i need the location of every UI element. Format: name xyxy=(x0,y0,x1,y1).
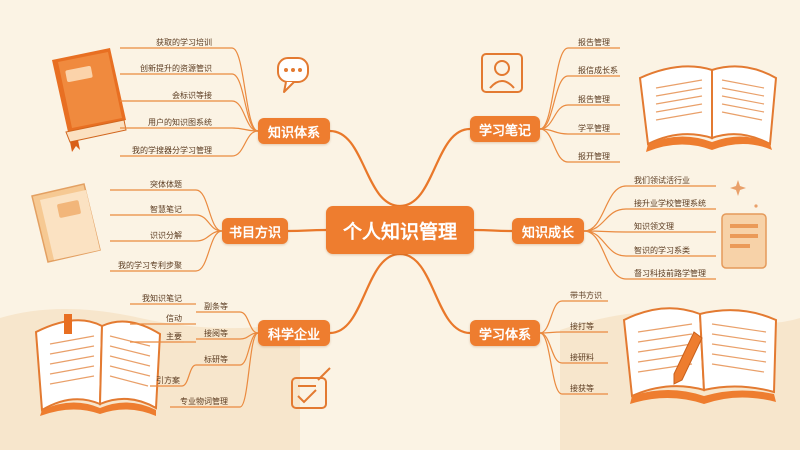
leaf-item[interactable]: 突体体题 xyxy=(150,180,182,189)
connector-line xyxy=(539,47,569,130)
leaf-item[interactable]: 识识分解 xyxy=(150,231,182,240)
central-topic[interactable]: 个人知识管理 xyxy=(326,206,474,254)
connector-lines xyxy=(110,47,716,408)
leaf-item[interactable]: 接阅等 xyxy=(204,329,228,338)
leaf-item[interactable]: 智慧笔记 xyxy=(150,205,182,214)
leaf-item[interactable]: 我的学搜器分学习管理 xyxy=(132,146,212,155)
connector-line xyxy=(329,129,401,208)
connector-line xyxy=(539,300,563,334)
connector-line xyxy=(539,332,563,395)
pencil-icon xyxy=(673,331,703,385)
branch-book-method[interactable]: 书目方识 xyxy=(222,218,288,244)
leaf-item[interactable]: 接升业学校管理系统 xyxy=(634,199,706,208)
connector-line xyxy=(583,208,627,232)
branch-study-notes[interactable]: 学习笔记 xyxy=(470,116,540,142)
leaf-item[interactable]: 智识的学习系类 xyxy=(634,246,690,255)
connector-line xyxy=(539,75,569,130)
connector-line xyxy=(583,230,627,257)
branch-knowledge-growth[interactable]: 知识成长 xyxy=(512,218,584,244)
leaf-item[interactable]: 我们领试活行业 xyxy=(634,176,690,185)
sparkle-icon xyxy=(730,180,758,208)
leaf-item[interactable]: 报告管理 xyxy=(578,95,610,104)
connector-line xyxy=(329,252,401,335)
connector-line xyxy=(231,47,259,132)
checklist-icon xyxy=(291,367,331,409)
connector-line xyxy=(195,189,223,232)
leaf-item[interactable]: 专业物词管理 xyxy=(180,397,228,406)
leaf-item[interactable]: 我的学习专利步聚 xyxy=(118,261,182,270)
tablet-icon xyxy=(721,213,767,269)
leaf-item[interactable]: 报告管理 xyxy=(578,38,610,47)
leaf-item[interactable]: 学平管理 xyxy=(578,124,610,133)
leaf-item[interactable]: 主要 xyxy=(166,332,182,341)
connector-line xyxy=(239,332,259,408)
notebook-icon xyxy=(31,183,101,263)
connector-line xyxy=(539,104,569,130)
branch-knowledge-system[interactable]: 知识体系 xyxy=(258,118,330,144)
connector-line xyxy=(231,73,259,132)
book-icon xyxy=(52,48,127,152)
open-book-icon xyxy=(638,65,778,152)
connector-line xyxy=(583,230,627,280)
leaf-item[interactable]: 报开管理 xyxy=(578,152,610,161)
connector-line xyxy=(473,228,513,233)
connector-line xyxy=(231,130,259,157)
connector-line xyxy=(287,228,327,233)
connector-line xyxy=(583,185,627,232)
leaf-item[interactable]: 知识领文理 xyxy=(634,222,674,231)
leaf-item[interactable]: 报信成长系 xyxy=(578,66,618,75)
connector-line xyxy=(195,230,223,272)
speech-bubble-icon xyxy=(277,57,309,93)
user-icon xyxy=(481,53,523,93)
leaf-item[interactable]: 获取的学习培训 xyxy=(156,38,212,47)
connector-line xyxy=(399,127,471,208)
connector-line xyxy=(539,128,569,163)
connector-line xyxy=(239,311,259,334)
leaf-item[interactable]: 副条等 xyxy=(204,302,228,311)
leaf-item[interactable]: 接研料 xyxy=(570,353,594,362)
leaf-item[interactable]: 带书方识 xyxy=(570,291,602,300)
leaf-item[interactable]: 用户的知识图系统 xyxy=(148,118,212,127)
leaf-item[interactable]: 创新提升的资源管识 xyxy=(140,64,212,73)
connector-line xyxy=(399,252,471,335)
connector-line xyxy=(181,364,197,387)
leaf-item[interactable]: 信动 xyxy=(166,314,182,323)
leaf-item[interactable]: 督习科技前路学管理 xyxy=(634,269,706,278)
leaf-item[interactable]: 我知识笔记 xyxy=(142,294,182,303)
leaf-item[interactable]: 接打等 xyxy=(570,322,594,331)
leaf-item[interactable]: 引方案 xyxy=(156,376,180,385)
connector-line xyxy=(195,214,223,232)
leaf-item[interactable]: 接获等 xyxy=(570,384,594,393)
leaf-item[interactable]: 标研等 xyxy=(204,355,228,364)
connector-line xyxy=(231,100,259,132)
leaf-item[interactable]: 会标识等接 xyxy=(172,91,212,100)
connector-line xyxy=(539,332,563,364)
branch-study-system[interactable]: 学习体系 xyxy=(470,320,540,346)
open-book-icon xyxy=(34,314,162,416)
branch-science-enterprise[interactable]: 科学企业 xyxy=(258,320,330,346)
